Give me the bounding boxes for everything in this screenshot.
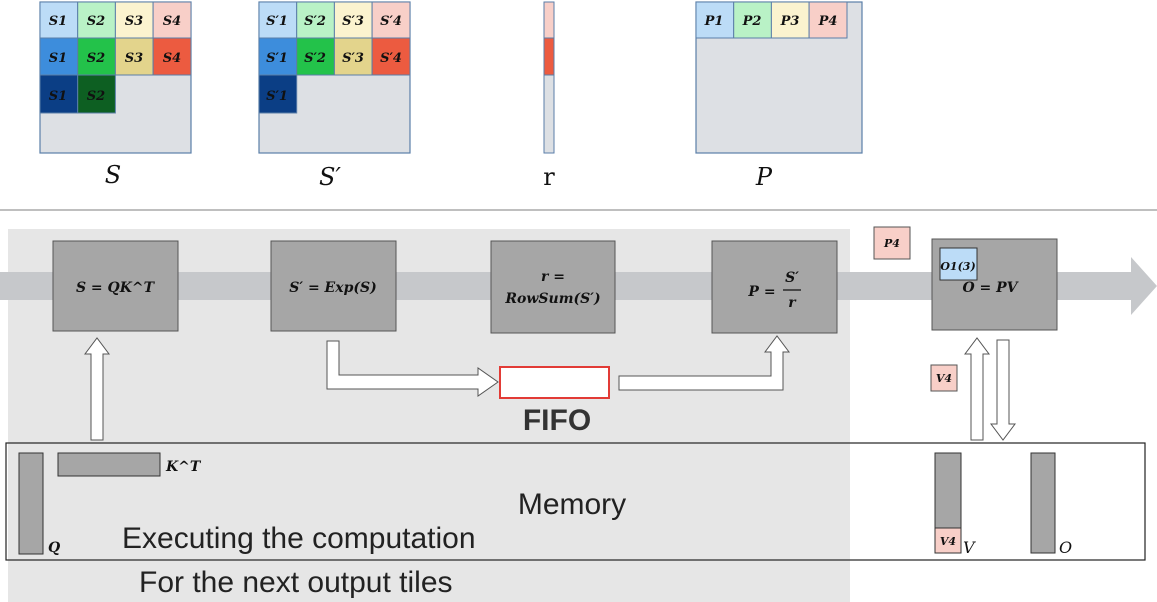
tile-label: S′1: [266, 14, 288, 29]
kt-label: K^T: [165, 459, 202, 475]
tile-label: S2: [87, 89, 105, 104]
tile: [39, 1, 79, 39]
o-block: [1030, 452, 1056, 554]
matrix-s-prime-row1: S′1 S′2 S′3 S′4: [258, 1, 411, 39]
tile-label: P3: [780, 14, 800, 29]
tile-label: S′1: [266, 89, 288, 104]
stage-rowsum-label-2: RowSum(S′): [504, 291, 600, 307]
tile: [808, 1, 848, 39]
stage-exp-box: [270, 240, 397, 332]
tile-label: S3: [125, 14, 143, 29]
tile-label: S3: [125, 51, 143, 66]
stage-normalize-numerator: S′: [785, 270, 799, 286]
tile-label: S′3: [342, 51, 364, 66]
fifo-label: FIFO: [523, 404, 591, 437]
tile-label: S′2: [304, 51, 326, 66]
vector-r-tile: [543, 37, 555, 76]
q-block: [18, 452, 44, 555]
tile: [39, 74, 79, 114]
matrix-p: P1 P2 P3 P4 P: [695, 1, 863, 191]
memory-label: Memory: [518, 488, 626, 521]
matrix-s-prime-row3: S′1: [258, 74, 298, 114]
tile-label: S1: [49, 89, 67, 104]
tile: [733, 1, 772, 39]
matrix-s: S1 S2 S3 S4 S1 S2 S3 S4 S1 S2 S: [39, 1, 192, 189]
p4-tile: [873, 226, 911, 260]
v-label: V: [963, 538, 976, 557]
tile-label: S4: [163, 51, 181, 66]
arrow-v-up: [964, 337, 990, 441]
tile: [77, 74, 116, 114]
tile: [371, 37, 411, 76]
matrix-s-row3: S1 S2: [39, 74, 116, 114]
matrix-s-prime: S′1 S′2 S′3 S′4 S′1 S′2 S′3 S′4 S′1 S′: [258, 1, 411, 191]
tile-label: S2: [87, 14, 105, 29]
annotation-executing: Executing the computation: [122, 522, 476, 555]
o-tile: [939, 247, 978, 281]
tile: [371, 1, 411, 39]
stage-rowsum-label-1: r =: [541, 269, 565, 285]
kt-block: [57, 452, 161, 477]
stage-normalize-lhs: P =: [747, 284, 775, 300]
tile-label: S4: [163, 14, 181, 29]
matrix-s-row2: S1 S2 S3 S4: [39, 37, 192, 76]
v4-memory-label: V4: [940, 535, 956, 548]
tile-label: S′4: [380, 14, 402, 29]
stage-normalize-denominator: r: [788, 295, 797, 311]
stage-normalize-box: [711, 240, 838, 334]
matrix-s-caption: S: [105, 161, 121, 189]
tile: [296, 37, 335, 76]
stage-exp-label: S′ = Exp(S): [289, 280, 376, 296]
tile: [114, 37, 154, 76]
tile-label: S′4: [380, 51, 402, 66]
vector-r-caption: r: [543, 163, 555, 191]
tile: [296, 1, 335, 39]
tile: [258, 37, 298, 76]
v4-tile-label: V4: [936, 372, 952, 385]
arrow-fifo-to-normalize: [618, 335, 790, 391]
vector-r-tile: [543, 1, 555, 39]
tile-label: S2: [87, 51, 105, 66]
p4-tile-label: P4: [883, 237, 900, 250]
tile-label: P2: [742, 14, 762, 29]
tile: [39, 37, 79, 76]
fifo-buffer: [499, 366, 610, 399]
arrow-o-down: [990, 339, 1016, 441]
vector-r: r: [543, 1, 555, 191]
tile-label: S′2: [304, 14, 326, 29]
tile-label: S′1: [266, 51, 288, 66]
matrix-s-row1: S1 S2 S3 S4: [39, 1, 192, 39]
tile: [258, 74, 298, 114]
stage-qkt-box: [52, 240, 179, 332]
memory-block: [5, 442, 1146, 561]
v4-memory-tile: [934, 527, 962, 554]
q-label: Q: [48, 540, 60, 556]
o-tile-label: O1(3): [940, 260, 975, 273]
tile: [333, 37, 373, 76]
o-label: O: [1059, 538, 1072, 557]
stage-rowsum-box: [490, 240, 616, 334]
arrow-up-qkt: [84, 337, 110, 441]
tile-label: S′3: [342, 14, 364, 29]
tile: [152, 37, 192, 76]
matrix-s-prime-row2: S′1 S′2 S′3 S′4: [258, 37, 411, 76]
tile-label: P1: [704, 14, 724, 29]
matrix-s-prime-caption: S′: [319, 163, 341, 191]
stage-pv-label: O = PV: [962, 280, 1019, 296]
tile-label: S1: [49, 14, 67, 29]
stage-qkt-label: S = QK^T: [76, 280, 156, 296]
annotation-next-tiles: For the next output tiles: [139, 566, 453, 599]
tile: [770, 1, 810, 39]
tile-label: P4: [818, 14, 838, 29]
tile-label: S1: [49, 51, 67, 66]
v4-tile: [930, 364, 958, 392]
matrix-p-caption: P: [755, 163, 773, 191]
arrow-exp-to-fifo: [326, 340, 499, 397]
